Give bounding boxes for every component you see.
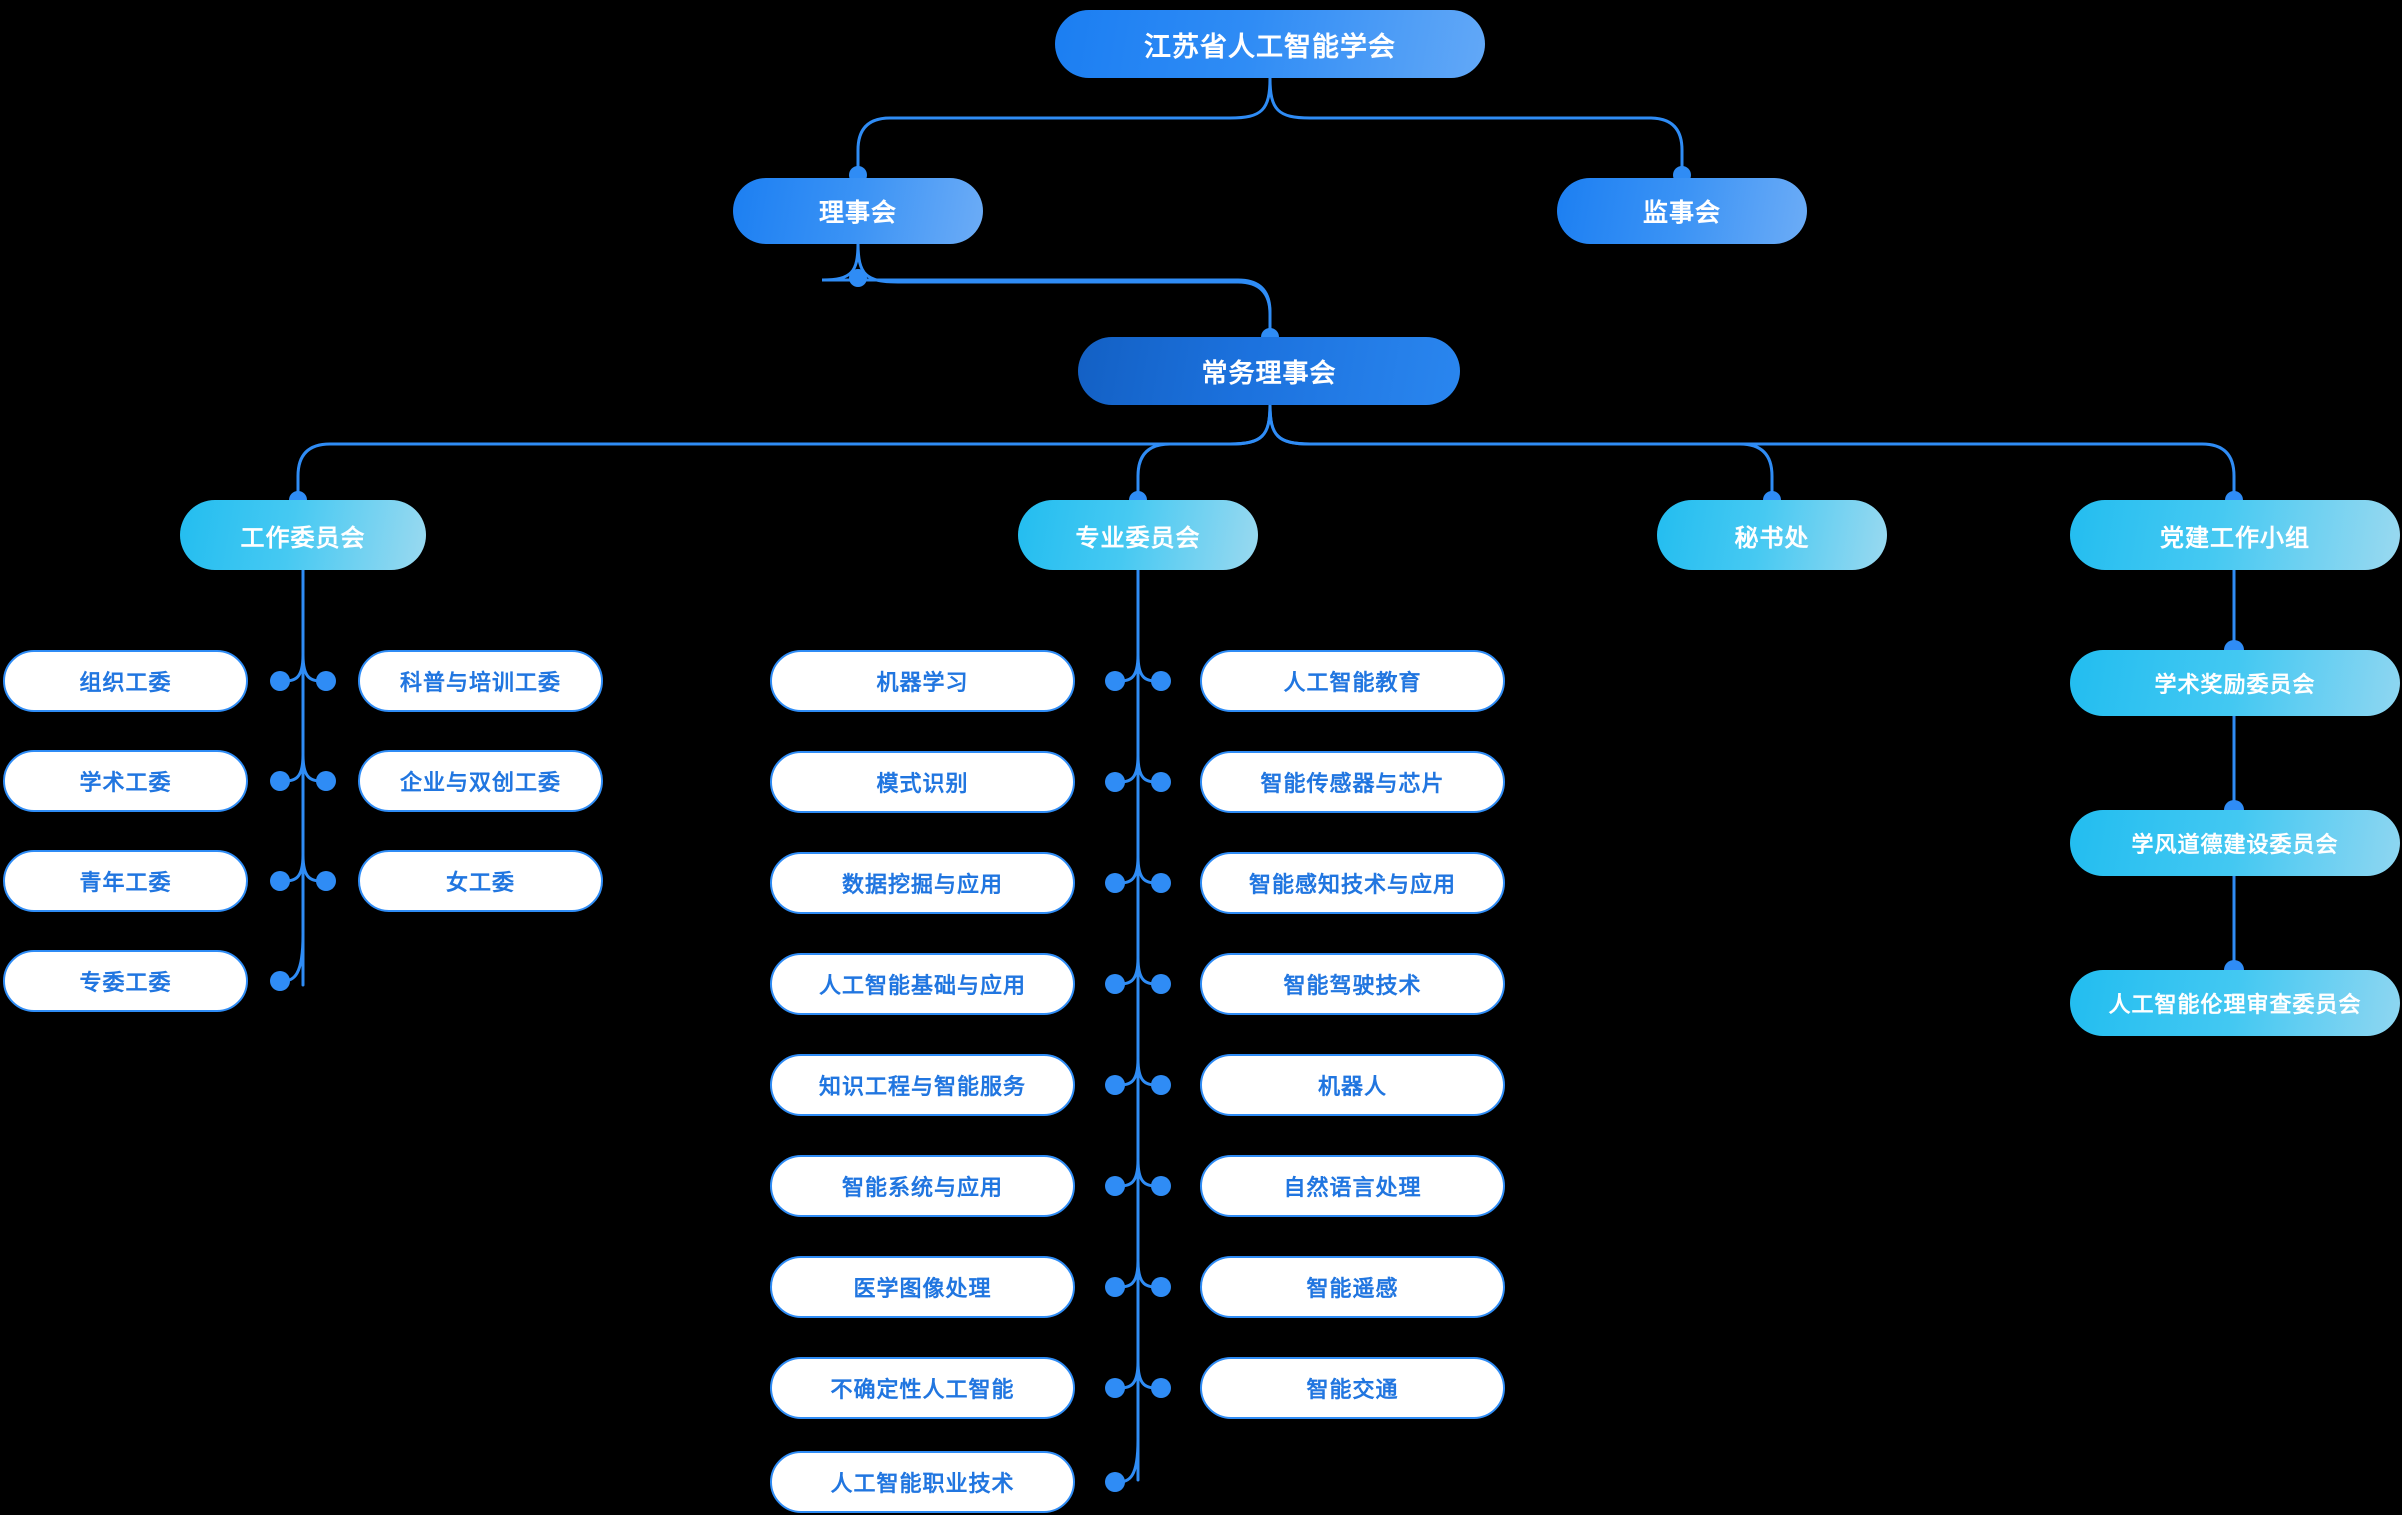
node-secretariat[interactable]: 秘书处 [1657,500,1887,570]
leaf-professional-right-7[interactable]: 智能交通 [1200,1357,1505,1419]
leaf-working-left-3[interactable]: 专委工委 [3,950,248,1012]
leaf-professional-left-1[interactable]: 模式识别 [770,751,1075,813]
leaf-professional-left-4[interactable]: 知识工程与智能服务 [770,1054,1075,1116]
node-root-society[interactable]: 江苏省人工智能学会 [1055,10,1485,78]
leaf-working-left-1[interactable]: 学术工委 [3,750,248,812]
leaf-professional-left-0[interactable]: 机器学习 [770,650,1075,712]
leaf-professional-right-0[interactable]: 人工智能教育 [1200,650,1505,712]
leaf-working-right-0[interactable]: 科普与培训工委 [358,650,603,712]
leaf-party-2[interactable]: 人工智能伦理审查委员会 [2070,970,2400,1036]
leaf-professional-left-3[interactable]: 人工智能基础与应用 [770,953,1075,1015]
leaf-professional-right-4[interactable]: 机器人 [1200,1054,1505,1116]
node-professional-committee[interactable]: 专业委员会 [1018,500,1258,570]
leaf-professional-left-5[interactable]: 智能系统与应用 [770,1155,1075,1217]
leaf-party-1[interactable]: 学风道德建设委员会 [2070,810,2400,876]
node-working-committee[interactable]: 工作委员会 [180,500,426,570]
leaf-working-right-2[interactable]: 女工委 [358,850,603,912]
leaf-professional-right-5[interactable]: 自然语言处理 [1200,1155,1505,1217]
leaf-party-0[interactable]: 学术奖励委员会 [2070,650,2400,716]
leaf-professional-left-7[interactable]: 不确定性人工智能 [770,1357,1075,1419]
leaf-working-left-0[interactable]: 组织工委 [3,650,248,712]
leaf-professional-right-2[interactable]: 智能感知技术与应用 [1200,852,1505,914]
leaf-professional-left-6[interactable]: 医学图像处理 [770,1256,1075,1318]
node-party-work-group[interactable]: 党建工作小组 [2070,500,2400,570]
node-board-of-supervisors[interactable]: 监事会 [1557,178,1807,244]
leaf-professional-left-2[interactable]: 数据挖掘与应用 [770,852,1075,914]
leaf-working-left-2[interactable]: 青年工委 [3,850,248,912]
node-standing-council[interactable]: 常务理事会 [1078,337,1460,405]
leaf-professional-left-8[interactable]: 人工智能职业技术 [770,1451,1075,1513]
leaf-professional-right-1[interactable]: 智能传感器与芯片 [1200,751,1505,813]
leaf-professional-right-3[interactable]: 智能驾驶技术 [1200,953,1505,1015]
leaf-working-right-1[interactable]: 企业与双创工委 [358,750,603,812]
node-board-of-directors[interactable]: 理事会 [733,178,983,244]
leaf-professional-right-6[interactable]: 智能遥感 [1200,1256,1505,1318]
